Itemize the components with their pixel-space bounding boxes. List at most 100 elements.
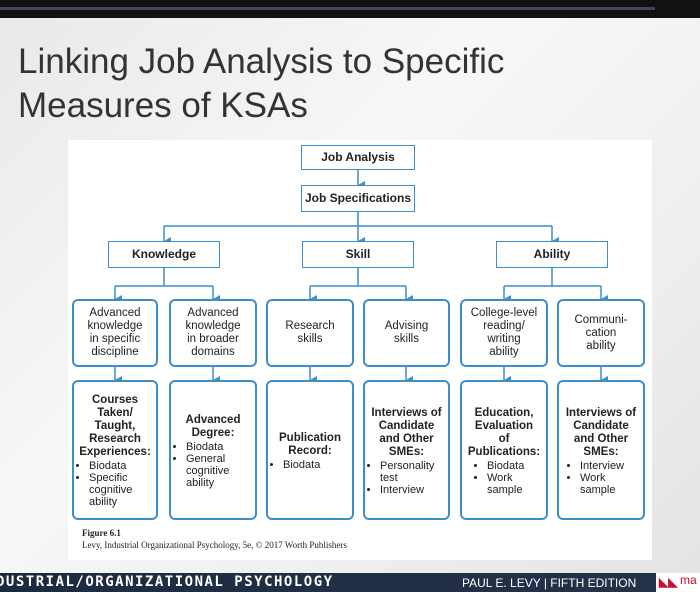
evidence-3-head-line-1: Publication <box>279 431 341 444</box>
trait-1-line-3: in specific <box>89 333 141 345</box>
footer-bar: DUSTRIAL/ORGANIZATIONAL PSYCHOLOGY PAUL … <box>0 573 700 592</box>
node-evidence-5: Education, Evaluation of Publications: B… <box>460 380 548 520</box>
node-evidence-1: Courses Taken/ Taught, Research Experien… <box>72 380 158 520</box>
trait-6-line-1: Communi- <box>574 313 628 326</box>
slide-title: Linking Job Analysis to Specific Measure… <box>18 40 678 128</box>
top-bar-line <box>0 7 655 10</box>
node-trait-2: Advanced knowledge in broader domains <box>169 299 257 367</box>
evidence-5-head-line-3: of <box>498 432 510 445</box>
evidence-1-heading: Courses Taken/ Taught, Research Experien… <box>77 394 153 459</box>
figure-panel: Job Analysis Job Specifications Knowledg… <box>68 140 652 560</box>
evidence-4-item-1: Personality test <box>380 460 440 484</box>
evidence-2-head-line-2: Degree: <box>191 426 235 439</box>
evidence-4-item-2: Interview <box>380 484 440 496</box>
evidence-6-list: Interview Work sample <box>562 460 624 496</box>
evidence-6-item-1: Interview <box>580 460 624 472</box>
evidence-3-heading: Publication Record: <box>271 432 349 458</box>
evidence-1-head-line-5: Experiences: <box>79 446 151 458</box>
title-line-2: Measures of KSAs <box>18 86 308 125</box>
evidence-1-head-line-1: Courses <box>91 394 139 406</box>
publisher-logo-icon: ◣◣ <box>659 575 678 589</box>
trait-3-line-1: Research <box>285 320 335 332</box>
evidence-2-head-line-1: Advanced <box>185 413 241 426</box>
evidence-5-list: Biodata Work sample <box>465 460 531 496</box>
trait-4-text: Advising skills <box>385 320 428 346</box>
node-evidence-4: Interviews of Candidate and Other SMEs: … <box>363 380 450 520</box>
figure-caption: Figure 6.1 Levy, Industrial Organization… <box>82 528 347 550</box>
evidence-6-head-line-4: SMEs: <box>583 445 619 458</box>
trait-2-text: Advanced knowledge in broader domains <box>186 307 241 359</box>
evidence-6-head-line-3: and Other <box>573 432 629 445</box>
trait-1-line-4: discipline <box>91 346 139 358</box>
node-evidence-3: Publication Record: Biodata <box>266 380 354 520</box>
trait-1-line-1: Advanced <box>89 307 141 319</box>
evidence-4-heading: Interviews of Candidate and Other SMEs: <box>368 407 445 459</box>
trait-2-line-4: domains <box>191 346 235 358</box>
trait-2-line-1: Advanced <box>187 307 239 319</box>
evidence-3-item-1: Biodata <box>283 459 320 471</box>
publisher-logo-text: ma <box>680 573 697 587</box>
evidence-2-item-2: General cognitive ability <box>186 453 242 489</box>
evidence-2-item-1: Biodata <box>186 441 242 453</box>
node-trait-3: Research skills <box>266 299 354 367</box>
node-trait-6: Communi- cation ability <box>557 299 645 367</box>
trait-5-text: College-level reading/ writing ability <box>471 307 537 359</box>
evidence-5-head-line-1: Education, <box>474 406 534 419</box>
evidence-4-head-line-2: Candidate <box>378 419 435 432</box>
evidence-3-list: Biodata <box>271 459 320 471</box>
evidence-1-head-line-4: Research <box>89 433 141 445</box>
evidence-4-head-line-1: Interviews of <box>371 406 442 419</box>
node-evidence-6: Interviews of Candidate and Other SMEs: … <box>557 380 645 520</box>
evidence-1-list: Biodata Specific cognitive ability <box>77 460 145 508</box>
footer-book-title: DUSTRIAL/ORGANIZATIONAL PSYCHOLOGY <box>0 574 334 590</box>
evidence-6-head-line-2: Candidate <box>573 419 629 432</box>
evidence-5-item-2: Work sample <box>487 472 531 496</box>
node-evidence-2: Advanced Degree: Biodata General cogniti… <box>169 380 257 520</box>
top-bar <box>0 0 700 18</box>
figure-label: Figure 6.1 <box>82 528 121 538</box>
trait-2-line-3: in broader <box>187 333 239 345</box>
evidence-2-list: Biodata General cognitive ability <box>174 441 242 489</box>
evidence-1-item-2: Specific cognitive ability <box>89 472 145 508</box>
node-job-analysis: Job Analysis <box>301 145 415 170</box>
evidence-1-head-line-3: Taught, <box>94 420 136 432</box>
trait-6-text: Communi- cation ability <box>574 314 627 353</box>
trait-1-line-2: knowledge <box>87 320 143 332</box>
evidence-3-head-line-2: Record: <box>288 444 332 457</box>
title-line-1: Linking Job Analysis to Specific <box>18 42 505 81</box>
node-trait-5: College-level reading/ writing ability <box>460 299 548 367</box>
trait-5-line-3: writing <box>487 333 521 345</box>
node-trait-1: Advanced knowledge in specific disciplin… <box>72 299 158 367</box>
trait-4-line-2: skills <box>394 333 419 345</box>
trait-5-line-1: College-level <box>470 307 538 319</box>
evidence-5-heading: Education, Evaluation of Publications: <box>465 407 543 459</box>
evidence-4-head-line-3: and Other <box>379 432 434 445</box>
node-knowledge: Knowledge <box>108 241 220 268</box>
evidence-6-head-line-1: Interviews of <box>565 406 637 419</box>
node-skill: Skill <box>302 241 414 268</box>
node-job-specifications: Job Specifications <box>301 185 415 212</box>
evidence-4-head-line-4: SMEs: <box>388 445 425 458</box>
trait-1-text: Advanced knowledge in specific disciplin… <box>88 307 143 359</box>
trait-6-line-2: cation <box>585 326 617 339</box>
publisher-logo: ◣◣ ma <box>656 573 700 592</box>
trait-6-line-3: ability <box>586 339 616 352</box>
trait-5-line-2: reading/ <box>483 320 525 332</box>
evidence-2-heading: Advanced Degree: <box>174 414 252 440</box>
evidence-5-item-1: Biodata <box>487 460 531 472</box>
evidence-1-item-1: Biodata <box>89 460 145 472</box>
evidence-4-list: Personality test Interview <box>368 460 440 496</box>
trait-3-text: Research skills <box>285 320 334 346</box>
trait-2-line-2: knowledge <box>185 320 241 332</box>
footer-author-edition: PAUL E. LEVY | FIFTH EDITION <box>462 576 637 590</box>
figure-source: Levy, Industrial Organizational Psycholo… <box>82 540 347 550</box>
evidence-1-head-line-2: Taken/ <box>97 407 133 419</box>
connector-lines <box>114 170 608 384</box>
trait-4-line-1: Advising <box>384 320 429 332</box>
trait-3-line-2: skills <box>297 333 323 345</box>
evidence-5-head-line-2: Evaluation <box>474 419 534 432</box>
evidence-5-head-line-4: Publications: <box>467 445 541 458</box>
node-trait-4: Advising skills <box>363 299 450 367</box>
trait-5-line-4: ability <box>489 346 519 358</box>
evidence-6-item-2: Work sample <box>580 472 624 496</box>
